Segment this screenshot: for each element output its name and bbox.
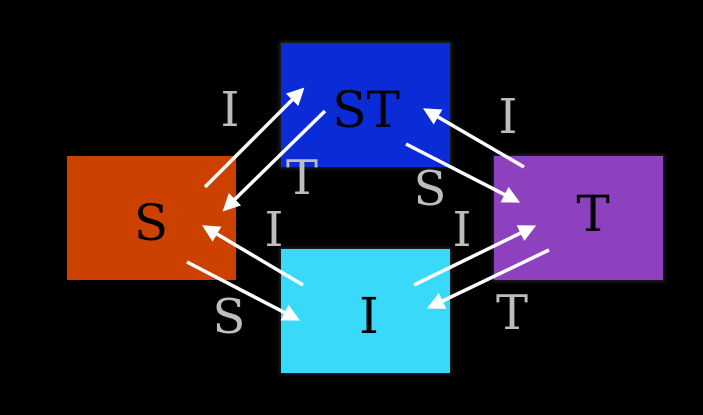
edge-i-to-t-arrow [413, 225, 537, 287]
node-i-box [281, 249, 450, 373]
edge-i-to-t-label: I [453, 202, 472, 258]
node-st-label: ST [332, 81, 400, 139]
node-t: T [492, 154, 665, 282]
edge-st-to-s-label: T [286, 150, 318, 206]
edge-i-to-s-label: I [265, 202, 284, 258]
node-st: ST [279, 41, 452, 169]
edge-t-to-i-label: T [496, 285, 528, 341]
node-s: S [67, 156, 236, 280]
edge-s-to-st-label: I [221, 82, 240, 138]
edge-st-to-s-arrow [222, 109, 327, 212]
edge-s-to-i-arrow [186, 260, 301, 321]
node-st-box [281, 43, 450, 167]
node-s-box [67, 156, 236, 280]
node-i-label: I [359, 287, 379, 345]
edge-st-to-t-arrow [405, 142, 521, 203]
edge-t-to-i-arrow [426, 248, 550, 309]
edge-t-to-st-label: I [499, 89, 518, 145]
node-t-box [494, 156, 663, 280]
edge-t-to-st-arrow [422, 108, 525, 169]
edge-st-to-t-label: S [414, 161, 447, 217]
node-t-label: T [576, 185, 609, 243]
edge-i-to-s-arrow [201, 225, 304, 287]
edge-s-to-st-arrow [203, 87, 305, 189]
edge-s-to-i-label: S [213, 289, 246, 345]
node-s-label: S [134, 194, 168, 252]
node-i: I [279, 247, 452, 375]
